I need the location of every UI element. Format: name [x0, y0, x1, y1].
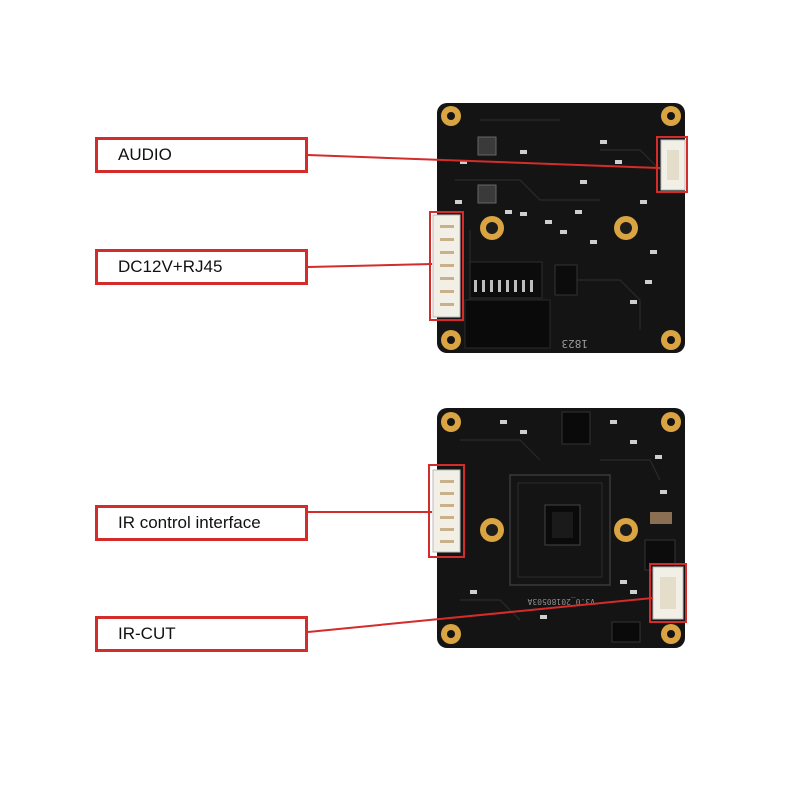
ir-cut-callout-line	[307, 597, 654, 633]
audio-callout-line	[307, 154, 661, 169]
image-sensor	[544, 504, 581, 546]
ir-control-label: IR control interface	[95, 505, 308, 541]
top-board-inductor-2	[477, 184, 497, 204]
ir-cut-connector-callout	[649, 563, 687, 623]
top-board-main-chip	[464, 299, 551, 349]
dc-rj45-connector-callout	[429, 211, 464, 321]
audio-label: AUDIO	[95, 137, 308, 173]
ir-control-connector	[432, 469, 461, 553]
bottom-board-ic-bottom	[611, 621, 641, 643]
audio-connector-callout	[656, 136, 688, 193]
ir-control-label-text: IR control interface	[118, 513, 261, 532]
ir-cut-label-text: IR-CUT	[118, 624, 176, 643]
top-board-inductor-1	[477, 136, 497, 156]
dc12v-rj45-label: DC12V+RJ45	[95, 249, 308, 285]
top-board-marking: 1823	[562, 337, 589, 350]
top-board-ic-small	[554, 264, 578, 296]
dc-rj45-callout-line	[307, 263, 433, 268]
bottom-board-marking: V3.0_20180503A	[527, 597, 595, 606]
top-pcb-board: 1823	[429, 103, 688, 353]
audio-label-text: AUDIO	[118, 145, 172, 164]
lens-mount-outline	[509, 474, 611, 586]
bottom-pcb-board: V3.0_20180503A	[428, 408, 687, 648]
callout-lines	[307, 154, 661, 633]
bottom-board-flash-chip	[561, 411, 591, 445]
ir-cut-label: IR-CUT	[95, 616, 308, 652]
dc12v-rj45-label-text: DC12V+RJ45	[118, 257, 223, 276]
